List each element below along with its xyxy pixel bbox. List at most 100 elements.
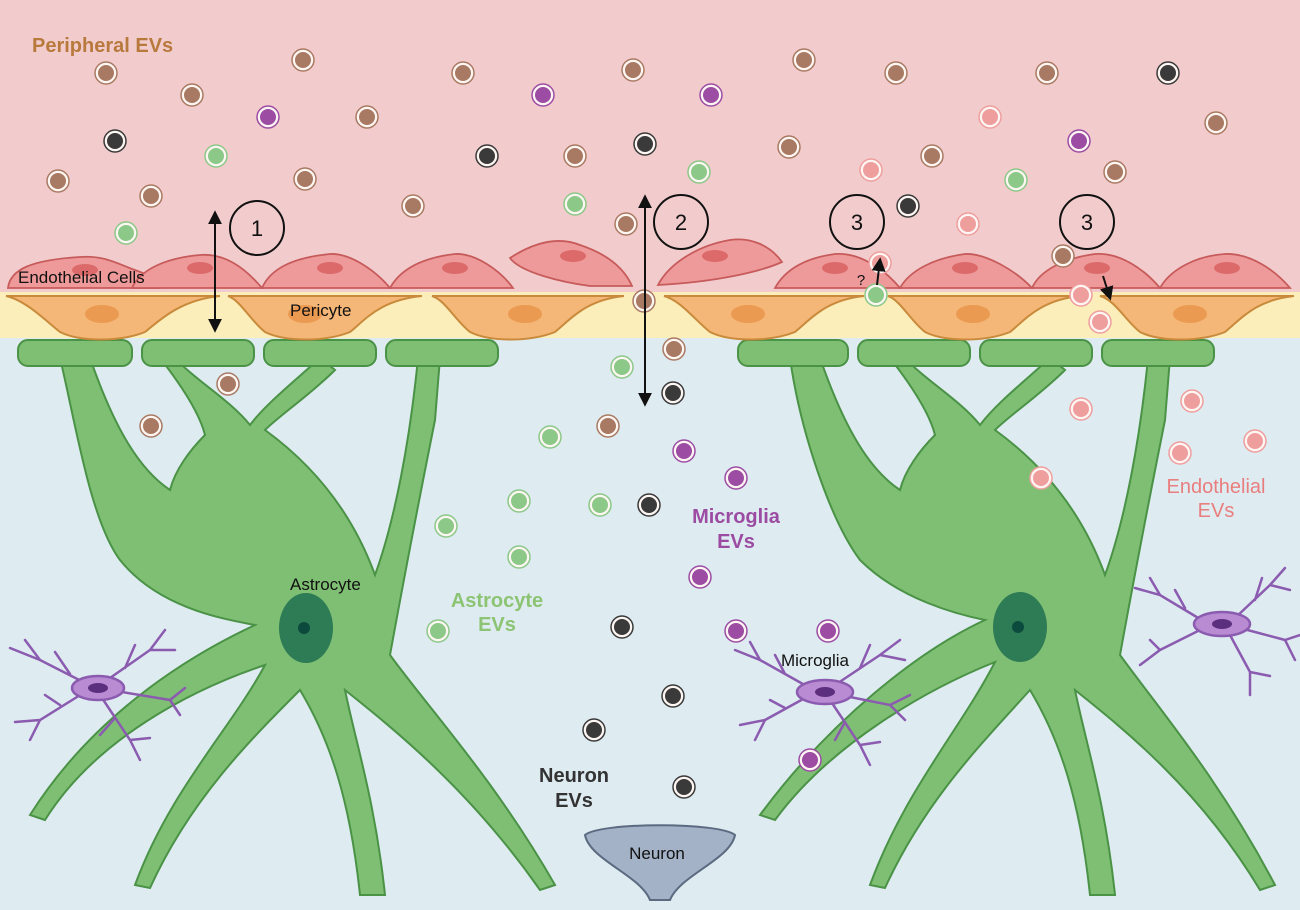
pathway-circle-2: 2 <box>653 194 709 250</box>
ev-particle <box>208 148 224 164</box>
ev-particle <box>359 109 375 125</box>
ev-particle <box>586 722 602 738</box>
pathway-circle-3b: 3 <box>1059 194 1115 250</box>
ev-particle <box>184 87 200 103</box>
ev-particle <box>220 376 236 392</box>
pathway-3b-arrow <box>1099 275 1114 301</box>
neuron-label: Neuron <box>629 844 685 863</box>
ev-particle <box>438 518 454 534</box>
ev-particle <box>297 171 313 187</box>
astrocyte-evs-label-line1: Astrocyte <box>451 590 543 612</box>
ev-particle <box>863 162 879 178</box>
ev-particle <box>728 623 744 639</box>
ev-particle <box>479 148 495 164</box>
ev-particle <box>982 109 998 125</box>
ev-particle <box>260 109 276 125</box>
ev-particle <box>960 216 976 232</box>
ev-particle <box>1184 393 1200 409</box>
ev-particle <box>691 164 707 180</box>
ev-particle <box>1071 133 1087 149</box>
ev-particle <box>900 198 916 214</box>
ev-particle <box>50 173 66 189</box>
ev-particle <box>107 133 123 149</box>
ev-particle <box>511 549 527 565</box>
ev-particle <box>676 779 692 795</box>
pathway-2-number: 2 <box>675 210 687 235</box>
endothelial-evs-label-line1: Endothelial <box>1167 476 1266 498</box>
ev-particle <box>692 569 708 585</box>
ev-particle <box>665 385 681 401</box>
ev-particle <box>796 52 812 68</box>
pericyte-nuclei <box>85 305 1207 323</box>
ev-particle <box>868 287 884 303</box>
astrocyte-evs-label-line2: EVs <box>478 614 516 636</box>
ev-particle <box>802 752 818 768</box>
microglia-right <box>1133 566 1300 697</box>
pathway-3a-number: 3 <box>851 210 863 235</box>
ev-particle <box>614 359 630 375</box>
ev-particle <box>405 198 421 214</box>
microglia-evs-label-line1: Microglia <box>692 506 781 528</box>
pathway-3b-number: 3 <box>1081 210 1093 235</box>
ev-particle <box>143 418 159 434</box>
ev-particle <box>98 65 114 81</box>
ev-particle <box>600 418 616 434</box>
question-mark-label: ? <box>857 272 865 289</box>
ev-particle <box>728 470 744 486</box>
ev-particle <box>1247 433 1263 449</box>
ev-particle <box>1055 248 1071 264</box>
ev-particle <box>542 429 558 445</box>
ev-particle <box>455 65 471 81</box>
ev-particle <box>614 619 630 635</box>
neuron-evs-label-line1: Neuron <box>539 765 609 787</box>
endothelial-cells-label: Endothelial Cells <box>18 268 145 287</box>
ev-particle <box>1008 172 1024 188</box>
ev-particle <box>1160 65 1176 81</box>
ev-particle <box>295 52 311 68</box>
ev-particle <box>567 196 583 212</box>
ev-particles <box>46 48 1267 799</box>
neuron-cell <box>583 824 737 901</box>
ev-particle <box>641 497 657 513</box>
ev-particle <box>1073 287 1089 303</box>
astrocyte-right <box>737 339 1277 896</box>
ev-particle <box>625 62 641 78</box>
pathway-circle-1: 1 <box>229 200 285 256</box>
ev-particle <box>1073 401 1089 417</box>
ev-particle <box>1107 164 1123 180</box>
ev-particle <box>1172 445 1188 461</box>
ev-particle <box>924 148 940 164</box>
neuron-evs-label-line2: EVs <box>555 790 593 812</box>
peripheral-evs-label: Peripheral EVs <box>32 35 173 57</box>
astrocyte-label: Astrocyte <box>290 575 361 594</box>
endothelial-nuclei <box>72 250 1240 276</box>
microglia-label: Microglia <box>781 651 850 670</box>
pathway-1-number: 1 <box>251 216 263 241</box>
microglia-left <box>8 628 187 762</box>
pathway-3a-arrow <box>871 257 886 286</box>
ev-particle <box>665 688 681 704</box>
ev-particle <box>592 497 608 513</box>
ev-particle <box>637 136 653 152</box>
ev-particle <box>143 188 159 204</box>
ev-particle <box>1208 115 1224 131</box>
ev-particle <box>703 87 719 103</box>
ev-particle <box>781 139 797 155</box>
ev-particle <box>118 225 134 241</box>
ev-particle <box>430 623 446 639</box>
ev-particle <box>820 623 836 639</box>
ev-particle <box>676 443 692 459</box>
endothelial-evs-label-line2: EVs <box>1198 500 1235 522</box>
ev-particle <box>666 341 682 357</box>
ev-particle <box>618 216 634 232</box>
microglia-center <box>733 638 912 767</box>
pericyte-label: Pericyte <box>290 301 351 320</box>
ev-particle <box>888 65 904 81</box>
ev-particle <box>1039 65 1055 81</box>
ev-particle <box>567 148 583 164</box>
ev-particle <box>1033 470 1049 486</box>
pathway-circle-3a: 3 <box>829 194 885 250</box>
ev-particle <box>535 87 551 103</box>
